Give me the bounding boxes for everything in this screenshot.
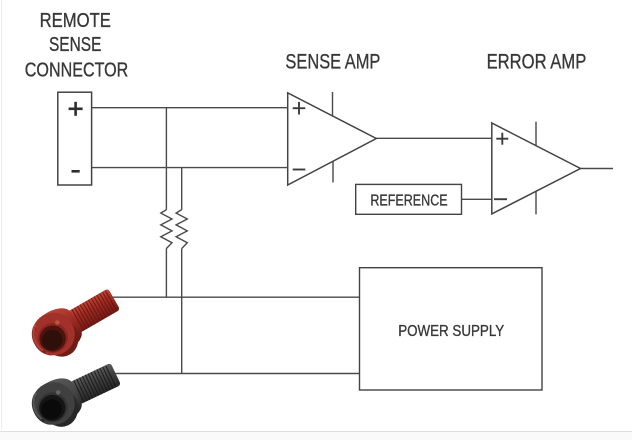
svg-text:CONNECTOR: CONNECTOR — [25, 59, 129, 81]
svg-text:REFERENCE: REFERENCE — [370, 193, 447, 210]
svg-text:SENSE AMP: SENSE AMP — [285, 50, 380, 74]
svg-text:SENSE: SENSE — [49, 34, 101, 56]
svg-text:REMOTE: REMOTE — [40, 10, 111, 32]
svg-text:ERROR AMP: ERROR AMP — [487, 50, 587, 74]
svg-text:POWER SUPPLY: POWER SUPPLY — [398, 323, 504, 340]
